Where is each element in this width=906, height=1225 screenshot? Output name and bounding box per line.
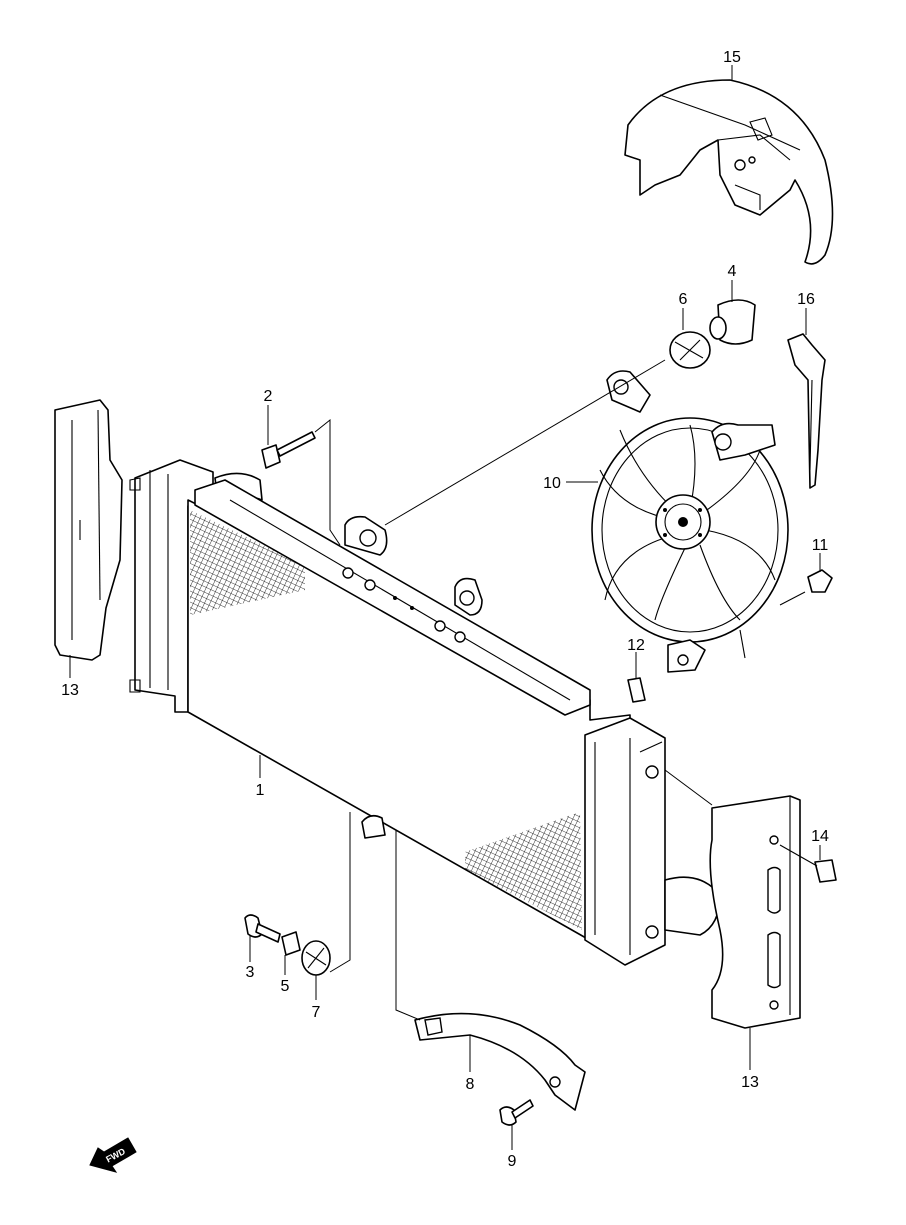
callout-15: 15 [723,49,741,66]
callout-leaders [69,65,821,1150]
cooling-fan-assembly [591,370,789,673]
collar-5 [281,931,301,956]
side-shroud-left [54,399,123,661]
callout-3: 3 [246,964,255,981]
cable-tie [787,333,826,489]
bolt-9 [499,1099,534,1126]
radiator-core [129,459,721,966]
forward-direction-arrow: FWD [89,1137,137,1173]
callout-14: 14 [811,828,829,845]
grommet-7 [301,940,331,976]
assembly-lines [314,359,806,1021]
callout-2: 2 [264,388,273,405]
bracket-8 [414,1012,586,1111]
screw-14 [779,844,837,883]
callout-6: 6 [679,291,688,308]
fan-motor-cover [624,79,834,265]
callout-10: 10 [543,475,561,492]
bolt-2 [261,431,316,469]
nut-12 [627,677,646,703]
callout-13-left: 13 [61,682,79,699]
callout-labels: 15 4 6 16 2 10 11 12 13 1 14 3 5 7 8 13 … [61,49,829,1170]
callout-4: 4 [728,263,737,280]
bolt-11 [807,569,833,593]
callout-8: 8 [466,1076,475,1093]
side-shroud-right [709,795,801,1029]
callout-5: 5 [281,978,290,995]
callout-1: 1 [256,782,265,799]
bolt-3 [244,914,281,943]
callout-13-right: 13 [741,1074,759,1091]
callout-16: 16 [797,291,815,308]
callout-12: 12 [627,637,645,654]
callout-11: 11 [812,537,829,554]
callout-9: 9 [508,1153,517,1170]
callout-7: 7 [312,1004,321,1021]
